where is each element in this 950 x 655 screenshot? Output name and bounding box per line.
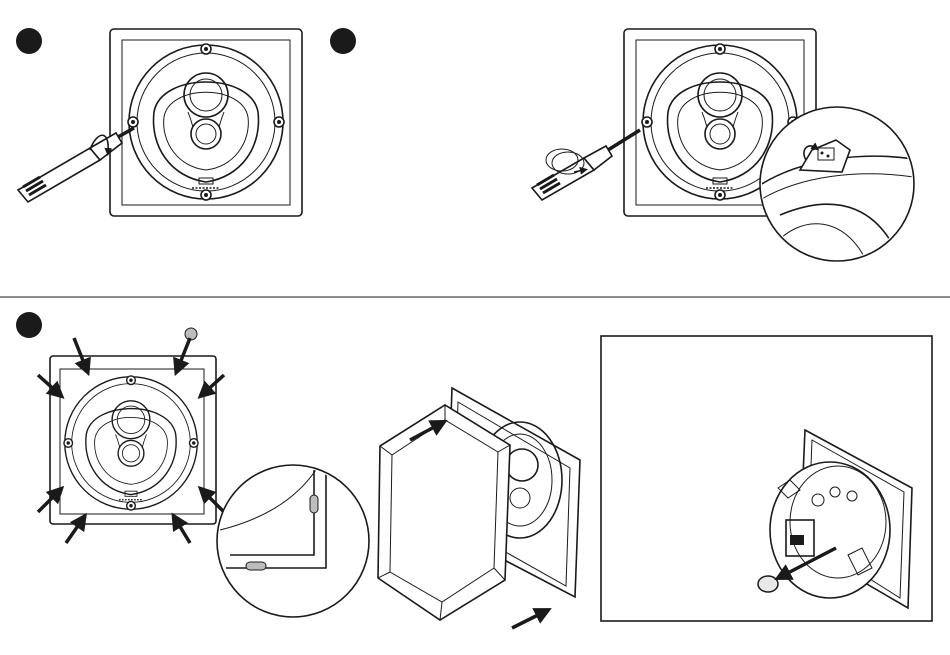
speaker-driver [64, 376, 198, 510]
screwdriver-icon [18, 128, 134, 202]
step-1-panel [16, 28, 302, 216]
step-1-marker [16, 28, 42, 54]
step-3-panel [16, 312, 932, 628]
step-3-marker [16, 312, 42, 338]
magnifier-circle-icon [217, 460, 369, 617]
rear-detail-panel [601, 336, 932, 621]
speaker-grille-frame [50, 356, 216, 524]
step-2-marker [330, 28, 356, 54]
plug-icon [758, 576, 778, 592]
grille-cover-assembly [378, 388, 580, 628]
magnifier-circle-icon [760, 107, 920, 270]
plug-icon [185, 328, 197, 340]
step-2-panel [330, 28, 920, 270]
speaker-driver [128, 44, 284, 200]
speaker-grille-frame [110, 29, 302, 216]
